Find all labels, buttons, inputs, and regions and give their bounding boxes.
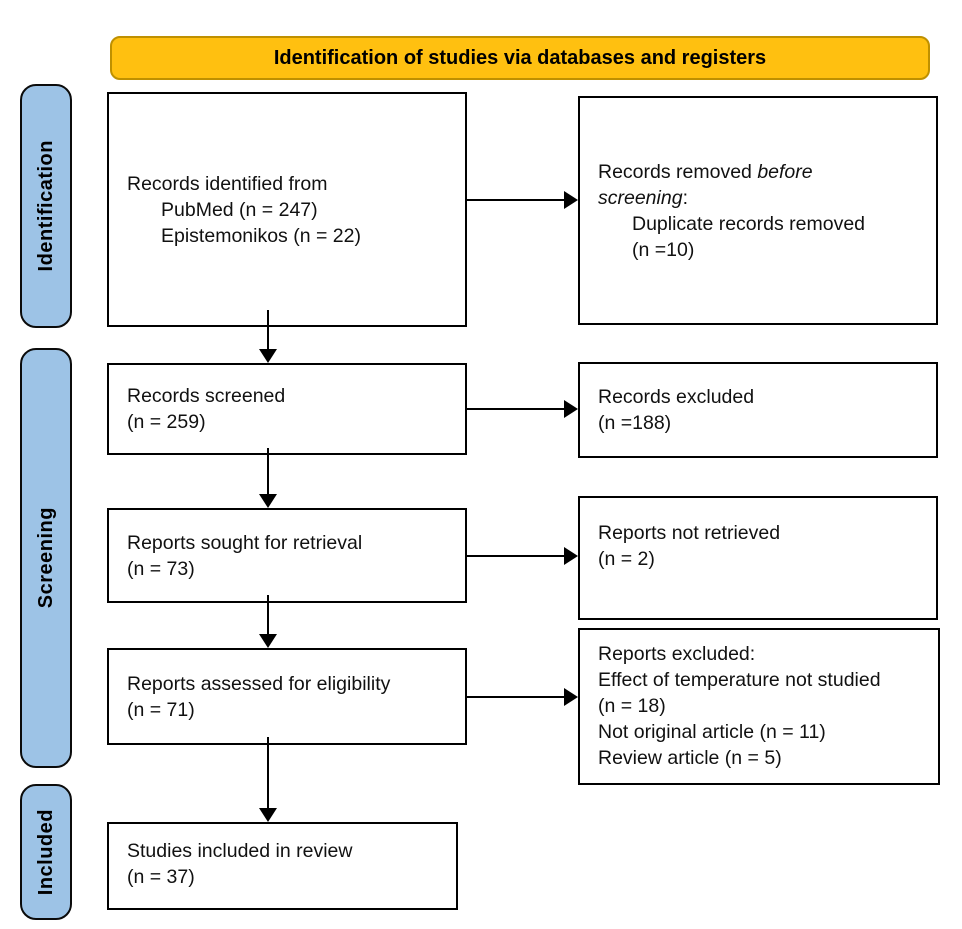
text-segment: Not original article (n = 11) bbox=[598, 720, 826, 743]
stage-bar-identification: Identification bbox=[20, 84, 72, 328]
text-line: Records removed before bbox=[598, 159, 924, 185]
text-line: (n =188) bbox=[598, 410, 924, 436]
text-segment: (n = 71) bbox=[127, 698, 195, 721]
stage-label-identification: Identification bbox=[34, 140, 57, 272]
text-line: (n = 71) bbox=[127, 697, 453, 723]
arrow-head-down-icon bbox=[259, 494, 277, 508]
text-segment: Records excluded bbox=[598, 386, 755, 408]
stage-bar-included: Included bbox=[20, 784, 72, 920]
text-segment: (n = 37) bbox=[127, 866, 195, 888]
text-line: Records screened bbox=[127, 383, 453, 409]
text-line: (n = 18) bbox=[598, 693, 926, 719]
text-segment: Epistemonikos (n = 22) bbox=[161, 224, 361, 247]
text-segment: PubMed (n = 247) bbox=[161, 198, 318, 221]
stage-label-included: Included bbox=[34, 808, 57, 896]
text-segment: (n = 259) bbox=[127, 411, 206, 433]
stage-bar-screening: Screening bbox=[20, 348, 72, 768]
text-segment: Records screened bbox=[127, 385, 286, 407]
text-segment: Effect of temperature not studied bbox=[598, 668, 881, 691]
arrow-shaft bbox=[467, 408, 564, 410]
arrow-head-down-icon bbox=[259, 634, 277, 648]
text-segment: before bbox=[757, 160, 813, 183]
down-arrow-sought-to-assessed bbox=[259, 595, 277, 648]
arrow-head-right-icon bbox=[564, 688, 578, 706]
text-line: Reports sought for retrieval bbox=[127, 530, 453, 556]
text-line: PubMed (n = 247) bbox=[127, 197, 453, 223]
right-arrow-sought-to-not-retrieved bbox=[467, 547, 578, 565]
diagram-title-banner: Identification of studies via databases … bbox=[110, 36, 930, 80]
text-line: Effect of temperature not studied bbox=[598, 667, 926, 693]
flow-box-records-excluded: Records excluded (n =188) bbox=[578, 362, 938, 458]
right-arrow-assessed-to-reports-excluded bbox=[467, 688, 578, 706]
text-line: Duplicate records removed bbox=[598, 211, 924, 237]
flow-box-reports-assessed-for-eligibility: Reports assessed for eligibility (n = 71) bbox=[107, 648, 467, 745]
arrow-head-down-icon bbox=[259, 349, 277, 363]
text-line: screening: bbox=[598, 185, 924, 211]
text-segment: Review article (n = 5) bbox=[598, 746, 782, 769]
text-segment: Reports assessed for eligibility bbox=[127, 672, 391, 695]
text-line: Reports assessed for eligibility bbox=[127, 671, 453, 697]
text-segment: Records removed bbox=[598, 160, 758, 183]
text-segment: Studies included in review bbox=[127, 840, 353, 862]
arrow-head-right-icon bbox=[564, 547, 578, 565]
flow-box-reports-excluded: Reports excluded: Effect of temperature n… bbox=[578, 628, 940, 785]
text-segment: (n = 73) bbox=[127, 557, 195, 580]
flow-box-studies-included-in-review: Studies included in review (n = 37) bbox=[107, 822, 458, 910]
arrow-shaft bbox=[267, 310, 269, 349]
right-arrow-identified-to-removed bbox=[467, 191, 578, 209]
diagram-title: Identification of studies via databases … bbox=[273, 46, 767, 69]
stage-label-screening: Screening bbox=[34, 507, 57, 609]
text-line: Records excluded bbox=[598, 384, 924, 410]
flow-box-records-screened: Records screened (n = 259) bbox=[107, 363, 467, 455]
text-line: Reports excluded: bbox=[598, 641, 926, 667]
text-segment: Reports sought for retrieval bbox=[127, 531, 363, 554]
arrow-shaft bbox=[267, 595, 269, 634]
text-line: Epistemonikos (n = 22) bbox=[127, 223, 453, 249]
arrow-shaft bbox=[467, 555, 564, 557]
text-line: (n =10) bbox=[598, 237, 924, 263]
text-segment: Duplicate records removed bbox=[632, 212, 866, 235]
text-line: (n = 37) bbox=[127, 864, 444, 890]
text-line: (n = 73) bbox=[127, 556, 453, 582]
text-line: Not original article (n = 11) bbox=[598, 719, 926, 745]
text-line: Review article (n = 5) bbox=[598, 745, 926, 771]
text-segment: screening bbox=[598, 186, 683, 209]
text-segment: (n = 18) bbox=[598, 694, 666, 717]
down-arrow-identified-to-screened bbox=[259, 310, 277, 363]
arrow-shaft bbox=[267, 737, 269, 808]
text-segment: (n =188) bbox=[598, 412, 672, 434]
text-line: (n = 259) bbox=[127, 409, 453, 435]
down-arrow-screened-to-sought bbox=[259, 448, 277, 508]
text-line: Studies included in review bbox=[127, 838, 444, 864]
text-segment: (n = 2) bbox=[598, 548, 655, 570]
text-segment: Reports excluded: bbox=[598, 642, 756, 665]
arrow-head-down-icon bbox=[259, 808, 277, 822]
text-line: Records identified from bbox=[127, 171, 453, 197]
text-line: (n = 2) bbox=[598, 546, 924, 572]
arrow-head-right-icon bbox=[564, 400, 578, 418]
down-arrow-assessed-to-included bbox=[259, 737, 277, 822]
text-segment: Reports not retrieved bbox=[598, 522, 781, 544]
text-segment: (n =10) bbox=[632, 238, 695, 261]
text-segment: Records identified from bbox=[127, 172, 328, 195]
arrow-shaft bbox=[467, 696, 564, 698]
arrow-head-right-icon bbox=[564, 191, 578, 209]
text-line: Reports not retrieved bbox=[598, 520, 924, 546]
flow-box-reports-not-retrieved: Reports not retrieved (n = 2) bbox=[578, 496, 938, 620]
arrow-shaft bbox=[267, 448, 269, 494]
text-segment: : bbox=[682, 186, 688, 209]
arrow-shaft bbox=[467, 199, 564, 201]
right-arrow-screened-to-excluded bbox=[467, 400, 578, 418]
flow-box-reports-sought-for-retrieval: Reports sought for retrieval (n = 73) bbox=[107, 508, 467, 603]
